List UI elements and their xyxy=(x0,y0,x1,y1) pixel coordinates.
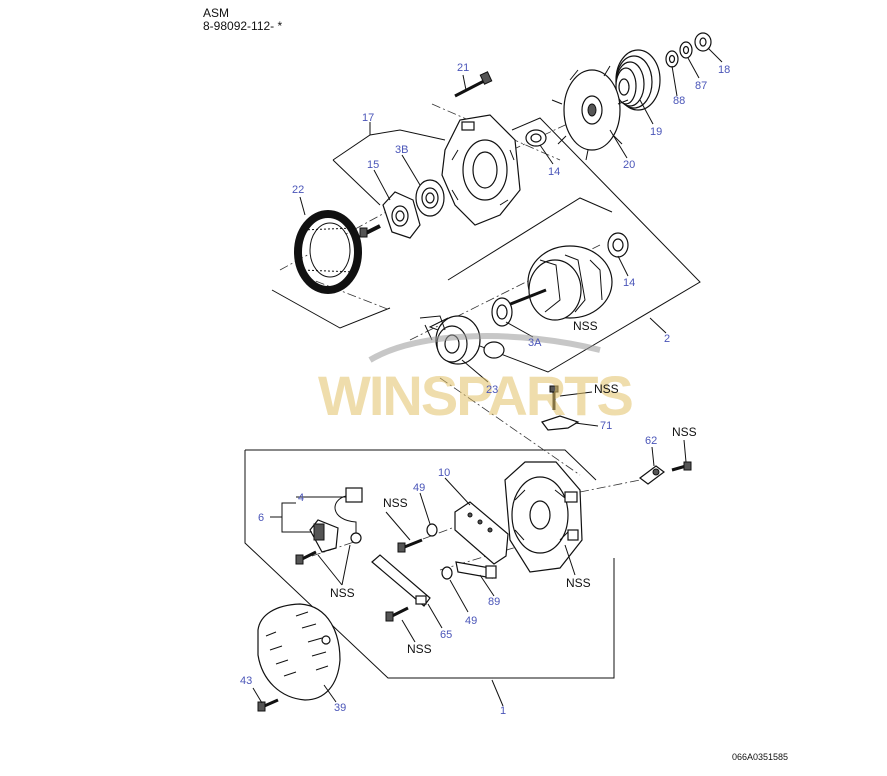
part-number: 8-98092-112- * xyxy=(203,19,283,33)
bracket-71 xyxy=(541,415,580,431)
label-15: 15 xyxy=(367,159,379,171)
fan-20 xyxy=(551,65,629,161)
watermark-text: WINSPARTS xyxy=(318,364,632,427)
nss-label: NSS xyxy=(566,576,591,590)
label-49-upper: 49 xyxy=(413,482,425,494)
label-2: 2 xyxy=(664,333,670,345)
screw-nss xyxy=(549,385,559,410)
label-23: 23 xyxy=(486,384,498,396)
leader-lines xyxy=(252,47,723,707)
group-outline-1 xyxy=(244,449,615,679)
rear-housing xyxy=(504,461,583,573)
axis-line xyxy=(579,477,651,493)
label-39: 39 xyxy=(334,702,346,714)
retainer-plate-15 xyxy=(382,191,421,239)
axis-line xyxy=(406,524,461,546)
stator-22 xyxy=(294,210,362,294)
washer-49-lower xyxy=(441,566,453,580)
washer-49-upper xyxy=(426,523,438,537)
brush-connector-4 xyxy=(334,487,363,535)
washer-87 xyxy=(679,41,693,59)
group-outline-17 xyxy=(271,129,446,329)
drawing-code: 066A0351585 xyxy=(732,752,788,762)
rear-cover-39 xyxy=(257,603,341,701)
axis-line xyxy=(511,117,581,151)
label-6: 6 xyxy=(258,512,264,524)
rotor xyxy=(507,245,613,321)
screw-nss xyxy=(397,538,423,553)
regulator-10 xyxy=(454,501,509,565)
nss-label: NSS xyxy=(594,382,619,396)
label-14-upper: 14 xyxy=(548,166,560,178)
assembly-label: ASM xyxy=(203,6,230,20)
screw-nss xyxy=(385,606,409,622)
axis-line xyxy=(439,377,581,476)
screw-nss xyxy=(671,461,692,472)
through-bolt-21 xyxy=(454,71,493,98)
label-65: 65 xyxy=(440,629,452,641)
terminal-62 xyxy=(639,465,665,485)
label-21: 21 xyxy=(457,62,469,74)
label-19: 19 xyxy=(650,126,662,138)
label-17: 17 xyxy=(362,112,374,124)
nss-label: NSS xyxy=(383,496,408,510)
nss-label: NSS xyxy=(407,642,432,656)
label-22: 22 xyxy=(292,184,304,196)
nss-label: NSS xyxy=(330,586,355,600)
label-71: 71 xyxy=(600,420,612,432)
label-88: 88 xyxy=(673,95,685,107)
label-89: 89 xyxy=(488,596,500,608)
screw xyxy=(359,224,381,238)
spacer-88 xyxy=(665,50,679,68)
label-62: 62 xyxy=(645,435,657,447)
nss-label: NSS xyxy=(573,319,598,333)
terminal-bar-65 xyxy=(371,554,431,607)
nut-18 xyxy=(694,32,712,52)
watermark-logo: WINSPARTS xyxy=(318,333,634,427)
label-43: 43 xyxy=(240,675,252,687)
nss-label: NSS xyxy=(672,425,697,439)
label-49-lower: 49 xyxy=(465,615,477,627)
bearing-3B xyxy=(415,179,445,217)
pulley-19 xyxy=(615,49,661,111)
label-20: 20 xyxy=(623,159,635,171)
label-14-lower: 14 xyxy=(623,277,635,289)
label-4: 4 xyxy=(298,492,304,504)
label-87: 87 xyxy=(695,80,707,92)
label-10: 10 xyxy=(438,467,450,479)
label-1: 1 xyxy=(500,705,506,717)
label-18: 18 xyxy=(718,64,730,76)
label-3B: 3B xyxy=(395,144,408,156)
front-housing xyxy=(441,114,521,226)
screw-nss xyxy=(295,550,317,565)
axis-line xyxy=(299,274,391,311)
bearing-14-upper xyxy=(525,129,547,147)
group-outline-2 xyxy=(428,117,701,373)
bearing-14-lower xyxy=(607,232,629,258)
label-3A: 3A xyxy=(528,337,542,349)
brush-holder-6 xyxy=(309,519,362,553)
bearing-3A xyxy=(491,297,513,327)
terminal-89 xyxy=(455,561,497,579)
